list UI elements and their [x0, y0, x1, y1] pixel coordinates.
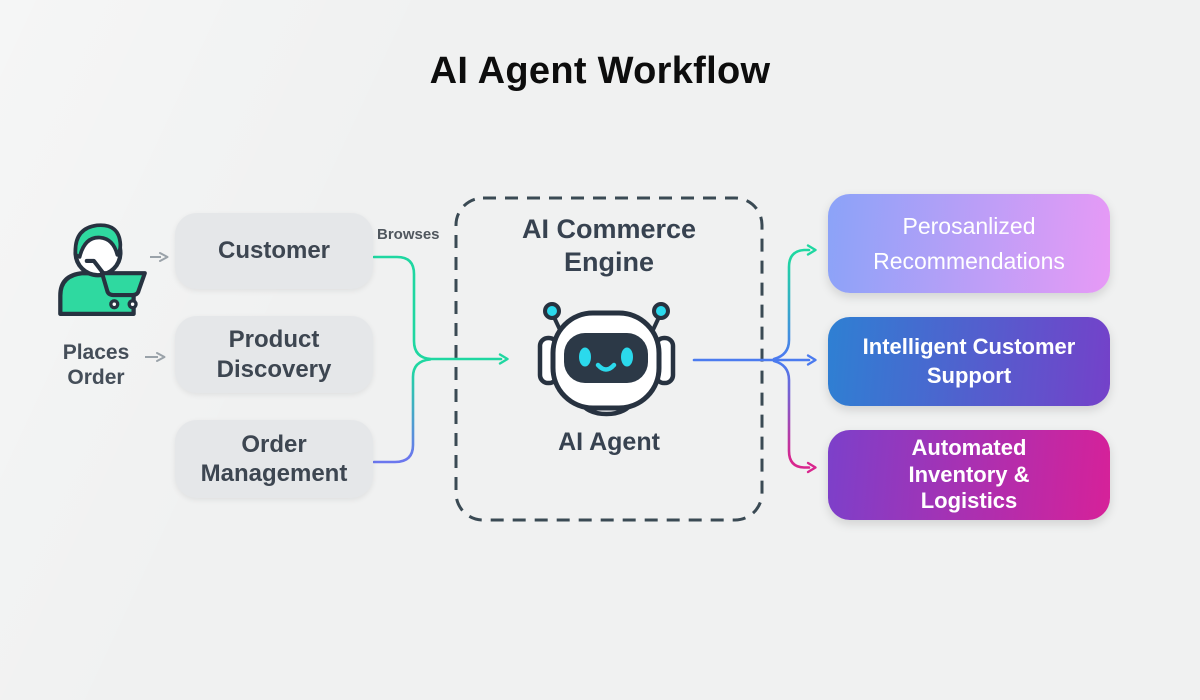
connector-engine-to-recommendations — [772, 244, 817, 361]
node-intelligent-customer-support: Intelligent Customer Support — [828, 317, 1110, 406]
node-customer-label: Customer — [217, 237, 331, 265]
browses-label: Browses — [377, 226, 440, 243]
node-product-discovery-label: Product Discovery — [216, 326, 332, 383]
node-automated-inventory-logistics: Automated Inventory & Logistics — [828, 430, 1110, 520]
customer-cart-icon — [58, 223, 147, 317]
node-order-management-label: Order Management — [200, 430, 348, 487]
engine-title: AI Commerce Engine — [521, 214, 697, 277]
node-personalized-recommendations: Perosanlized Recommendations — [828, 194, 1110, 293]
connector-order-management-to-engine — [372, 358, 432, 464]
node-intelligent-customer-support-label: Intelligent Customer Support — [862, 333, 1076, 388]
node-automated-inventory-logistics-label: Automated Inventory & Logistics — [908, 434, 1030, 514]
node-customer: Customer — [175, 213, 373, 289]
node-order-management: Order Management — [175, 420, 373, 498]
connector-customer-to-engine — [372, 255, 509, 365]
node-personalized-recommendations-label: Perosanlized Recommendations — [873, 213, 1065, 274]
robot-icon — [537, 302, 676, 417]
places-order-label: Places Order — [62, 341, 130, 390]
connector-engine-to-inventory — [772, 359, 817, 474]
agent-label: AI Agent — [558, 428, 660, 456]
node-product-discovery: Product Discovery — [175, 316, 373, 393]
page-title: AI Agent Workflow — [429, 50, 771, 92]
